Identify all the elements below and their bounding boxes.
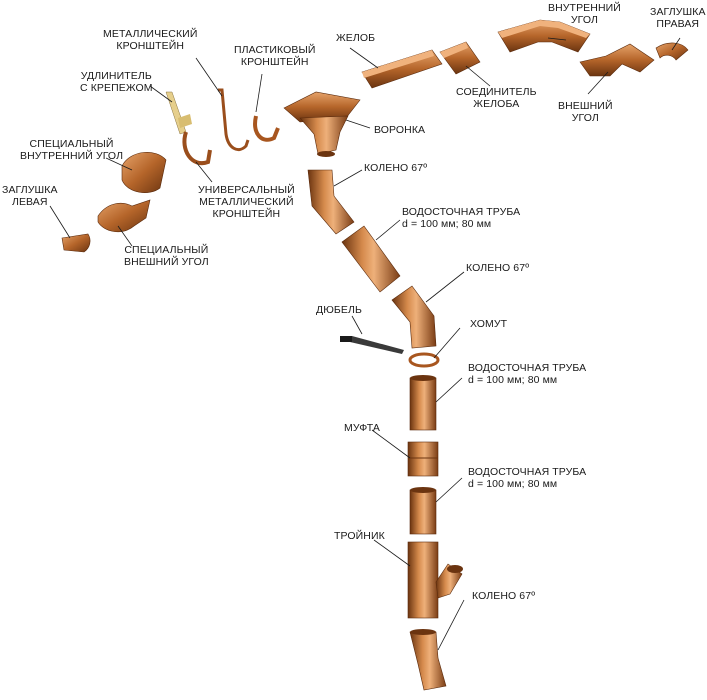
label-downpipe-2: ВОДОСТОЧНАЯ ТРУБА d = 100 мм; 80 мм bbox=[468, 362, 587, 386]
downpipe-1-part bbox=[341, 225, 401, 293]
funnel-part bbox=[283, 91, 361, 157]
label-downpipe-1: ВОДОСТОЧНАЯ ТРУБА d = 100 мм; 80 мм bbox=[402, 206, 521, 230]
clamp-part bbox=[408, 352, 440, 368]
label-elbow-2: КОЛЕНО 67º bbox=[466, 262, 530, 274]
label-cap-left: ЗАГЛУШКА ЛЕВАЯ bbox=[2, 184, 58, 208]
downpipe-3-part bbox=[409, 487, 437, 535]
label-gutter-connector: СОЕДИНИТЕЛЬ ЖЕЛОБА bbox=[456, 86, 537, 110]
elbow-2-part bbox=[391, 285, 437, 349]
label-elbow-3: КОЛЕНО 67º bbox=[472, 590, 536, 602]
inner-corner-part bbox=[497, 19, 591, 53]
label-universal-bracket: УНИВЕРСАЛЬНЫЙ МЕТАЛЛИЧЕСКИЙ КРОНШТЕЙН bbox=[198, 184, 295, 220]
special-inner-corner-part bbox=[121, 152, 167, 193]
label-cap-right: ЗАГЛУШКА ПРАВАЯ bbox=[650, 6, 706, 30]
outer-corner-part bbox=[579, 43, 655, 77]
cap-left-part bbox=[61, 233, 91, 253]
universal-bracket-part bbox=[182, 131, 212, 166]
coupling-part bbox=[407, 441, 439, 477]
gutter-part bbox=[361, 49, 443, 89]
elbow-3-part bbox=[409, 629, 447, 691]
tee-part bbox=[407, 541, 463, 619]
dowel-part bbox=[340, 336, 404, 354]
label-plastic-bracket: ПЛАСТИКОВЫЙ КРОНШТЕЙН bbox=[234, 44, 316, 68]
label-funnel: ВОРОНКА bbox=[374, 124, 426, 136]
label-coupling: МУФТА bbox=[344, 422, 381, 434]
label-outer-corner: ВНЕШНИЙ УГОЛ bbox=[558, 100, 613, 124]
leader-lines bbox=[49, 37, 681, 651]
label-extender: УДЛИНИТЕЛЬ С КРЕПЕЖОМ bbox=[80, 70, 153, 94]
elbow-1-part bbox=[307, 169, 355, 235]
label-tee: ТРОЙНИК bbox=[334, 530, 385, 542]
label-special-outer-corner: СПЕЦИАЛЬНЫЙ ВНЕШНИЙ УГОЛ bbox=[124, 244, 209, 268]
label-elbow-1: КОЛЕНО 67º bbox=[364, 162, 428, 174]
downpipe-2-part bbox=[409, 375, 437, 431]
gutter-connector-part bbox=[439, 41, 481, 75]
plastic-bracket-part bbox=[253, 115, 280, 142]
special-outer-corner-part bbox=[97, 199, 151, 233]
metal-bracket-part bbox=[218, 88, 250, 151]
label-inner-corner: ВНУТРЕННИЙ УГОЛ bbox=[548, 2, 621, 26]
cap-right-part bbox=[655, 42, 689, 61]
label-special-inner-corner: СПЕЦИАЛЬНЫЙ ВНУТРЕННИЙ УГОЛ bbox=[20, 138, 124, 162]
label-downpipe-3: ВОДОСТОЧНАЯ ТРУБА d = 100 мм; 80 мм bbox=[468, 466, 587, 490]
label-gutter: ЖЕЛОБ bbox=[336, 32, 376, 44]
label-metal-bracket: МЕТАЛЛИЧЕСКИЙ КРОНШТЕЙН bbox=[103, 28, 198, 52]
extender-part bbox=[165, 91, 192, 135]
label-dowel: ДЮБЕЛЬ bbox=[316, 304, 362, 316]
label-clamp: ХОМУТ bbox=[470, 318, 508, 330]
